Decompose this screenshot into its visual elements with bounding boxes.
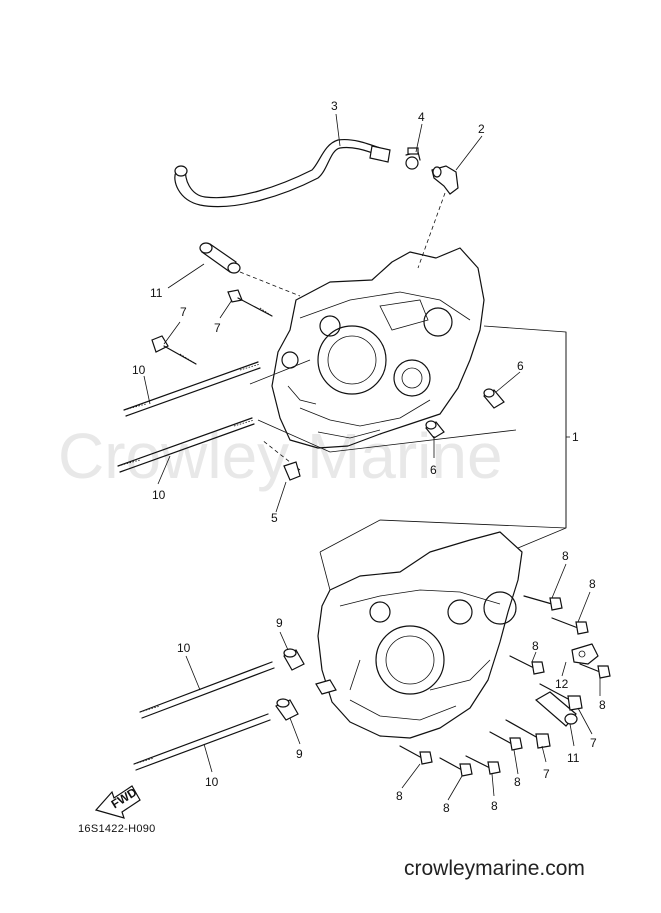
- callout-10d: 10: [205, 775, 219, 789]
- dowel-pin-6b: [425, 420, 445, 439]
- callout-9b: 9: [296, 747, 303, 761]
- dowel-pin-9b: [275, 698, 299, 721]
- bolt-8e: [489, 731, 523, 751]
- stud-bolt-lower-a: [139, 661, 275, 719]
- callout-8f: 8: [491, 799, 498, 813]
- bolt-7d: [505, 719, 551, 749]
- callout-11b: 11: [567, 751, 580, 765]
- breather-hose-part: [174, 138, 391, 208]
- dowel-pin-upper: [199, 242, 301, 297]
- callout-3: 3: [331, 99, 338, 113]
- callout-12: 12: [555, 677, 569, 691]
- bolt-8-right-group: [399, 595, 611, 777]
- bolt-8g: [439, 757, 473, 777]
- callout-10c: 10: [177, 641, 191, 655]
- bolt-8d: [579, 663, 611, 679]
- left-crankcase-half: [271, 247, 485, 449]
- drawing-code: 16S1422-H090: [78, 823, 156, 835]
- assembly-bracket: [249, 325, 570, 591]
- callout-8d: 8: [599, 698, 606, 712]
- hose-clamp-part: [405, 147, 421, 170]
- flange-bolt-upper-a: [227, 289, 273, 317]
- stud-bolt-upper-b: [117, 417, 255, 473]
- callout-6b: 6: [430, 463, 437, 477]
- callout-10a: 10: [132, 363, 146, 377]
- cable-clamp-part: [571, 643, 599, 665]
- footer-url[interactable]: crowleymarine.com: [404, 857, 585, 880]
- neutral-switch-part: [261, 439, 301, 481]
- leader-lines: [143, 113, 601, 801]
- bolt-7c: [539, 683, 583, 711]
- callout-5: 5: [271, 511, 278, 525]
- callout-10b: 10: [152, 488, 166, 502]
- bolt-8f: [399, 745, 433, 765]
- bolt-8b: [551, 617, 589, 635]
- forward-direction-arrow: FWD: [94, 785, 141, 819]
- dowel-pin-6a: [483, 388, 505, 409]
- callout-8g: 8: [443, 801, 450, 815]
- callout-9a: 9: [276, 616, 283, 630]
- callout-8b: 8: [589, 577, 596, 591]
- callout-7b: 7: [214, 321, 221, 335]
- callout-8h: 8: [396, 789, 403, 803]
- callout-6a: 6: [517, 359, 524, 373]
- stud-bolt-upper-a: [123, 361, 261, 417]
- callout-8c: 8: [532, 639, 539, 653]
- bolt-8h: [465, 755, 501, 775]
- callout-8e: 8: [514, 775, 521, 789]
- flange-bolt-upper-b: [151, 335, 197, 365]
- callout-2: 2: [478, 122, 485, 136]
- callout-labels: 1 2 3 4 5 6 6 7 7 7 7 8 8 8 8 8 8 8 8 9 …: [132, 99, 606, 815]
- stud-bolt-lower-b: [133, 713, 271, 771]
- bolt-8c: [509, 655, 545, 675]
- callout-1: 1: [572, 430, 579, 444]
- callout-7d: 7: [543, 767, 550, 781]
- callout-4: 4: [418, 110, 425, 124]
- dowel-pin-9a: [283, 648, 305, 671]
- right-crankcase-half: [315, 531, 523, 739]
- dowel-pin-lower: [534, 691, 578, 727]
- breather-elbow-part: [431, 165, 459, 195]
- callout-7a: 7: [180, 305, 187, 319]
- bolt-8a: [523, 595, 563, 611]
- callout-11a: 11: [150, 286, 163, 300]
- callout-7c: 7: [590, 736, 597, 750]
- callout-8a: 8: [562, 549, 569, 563]
